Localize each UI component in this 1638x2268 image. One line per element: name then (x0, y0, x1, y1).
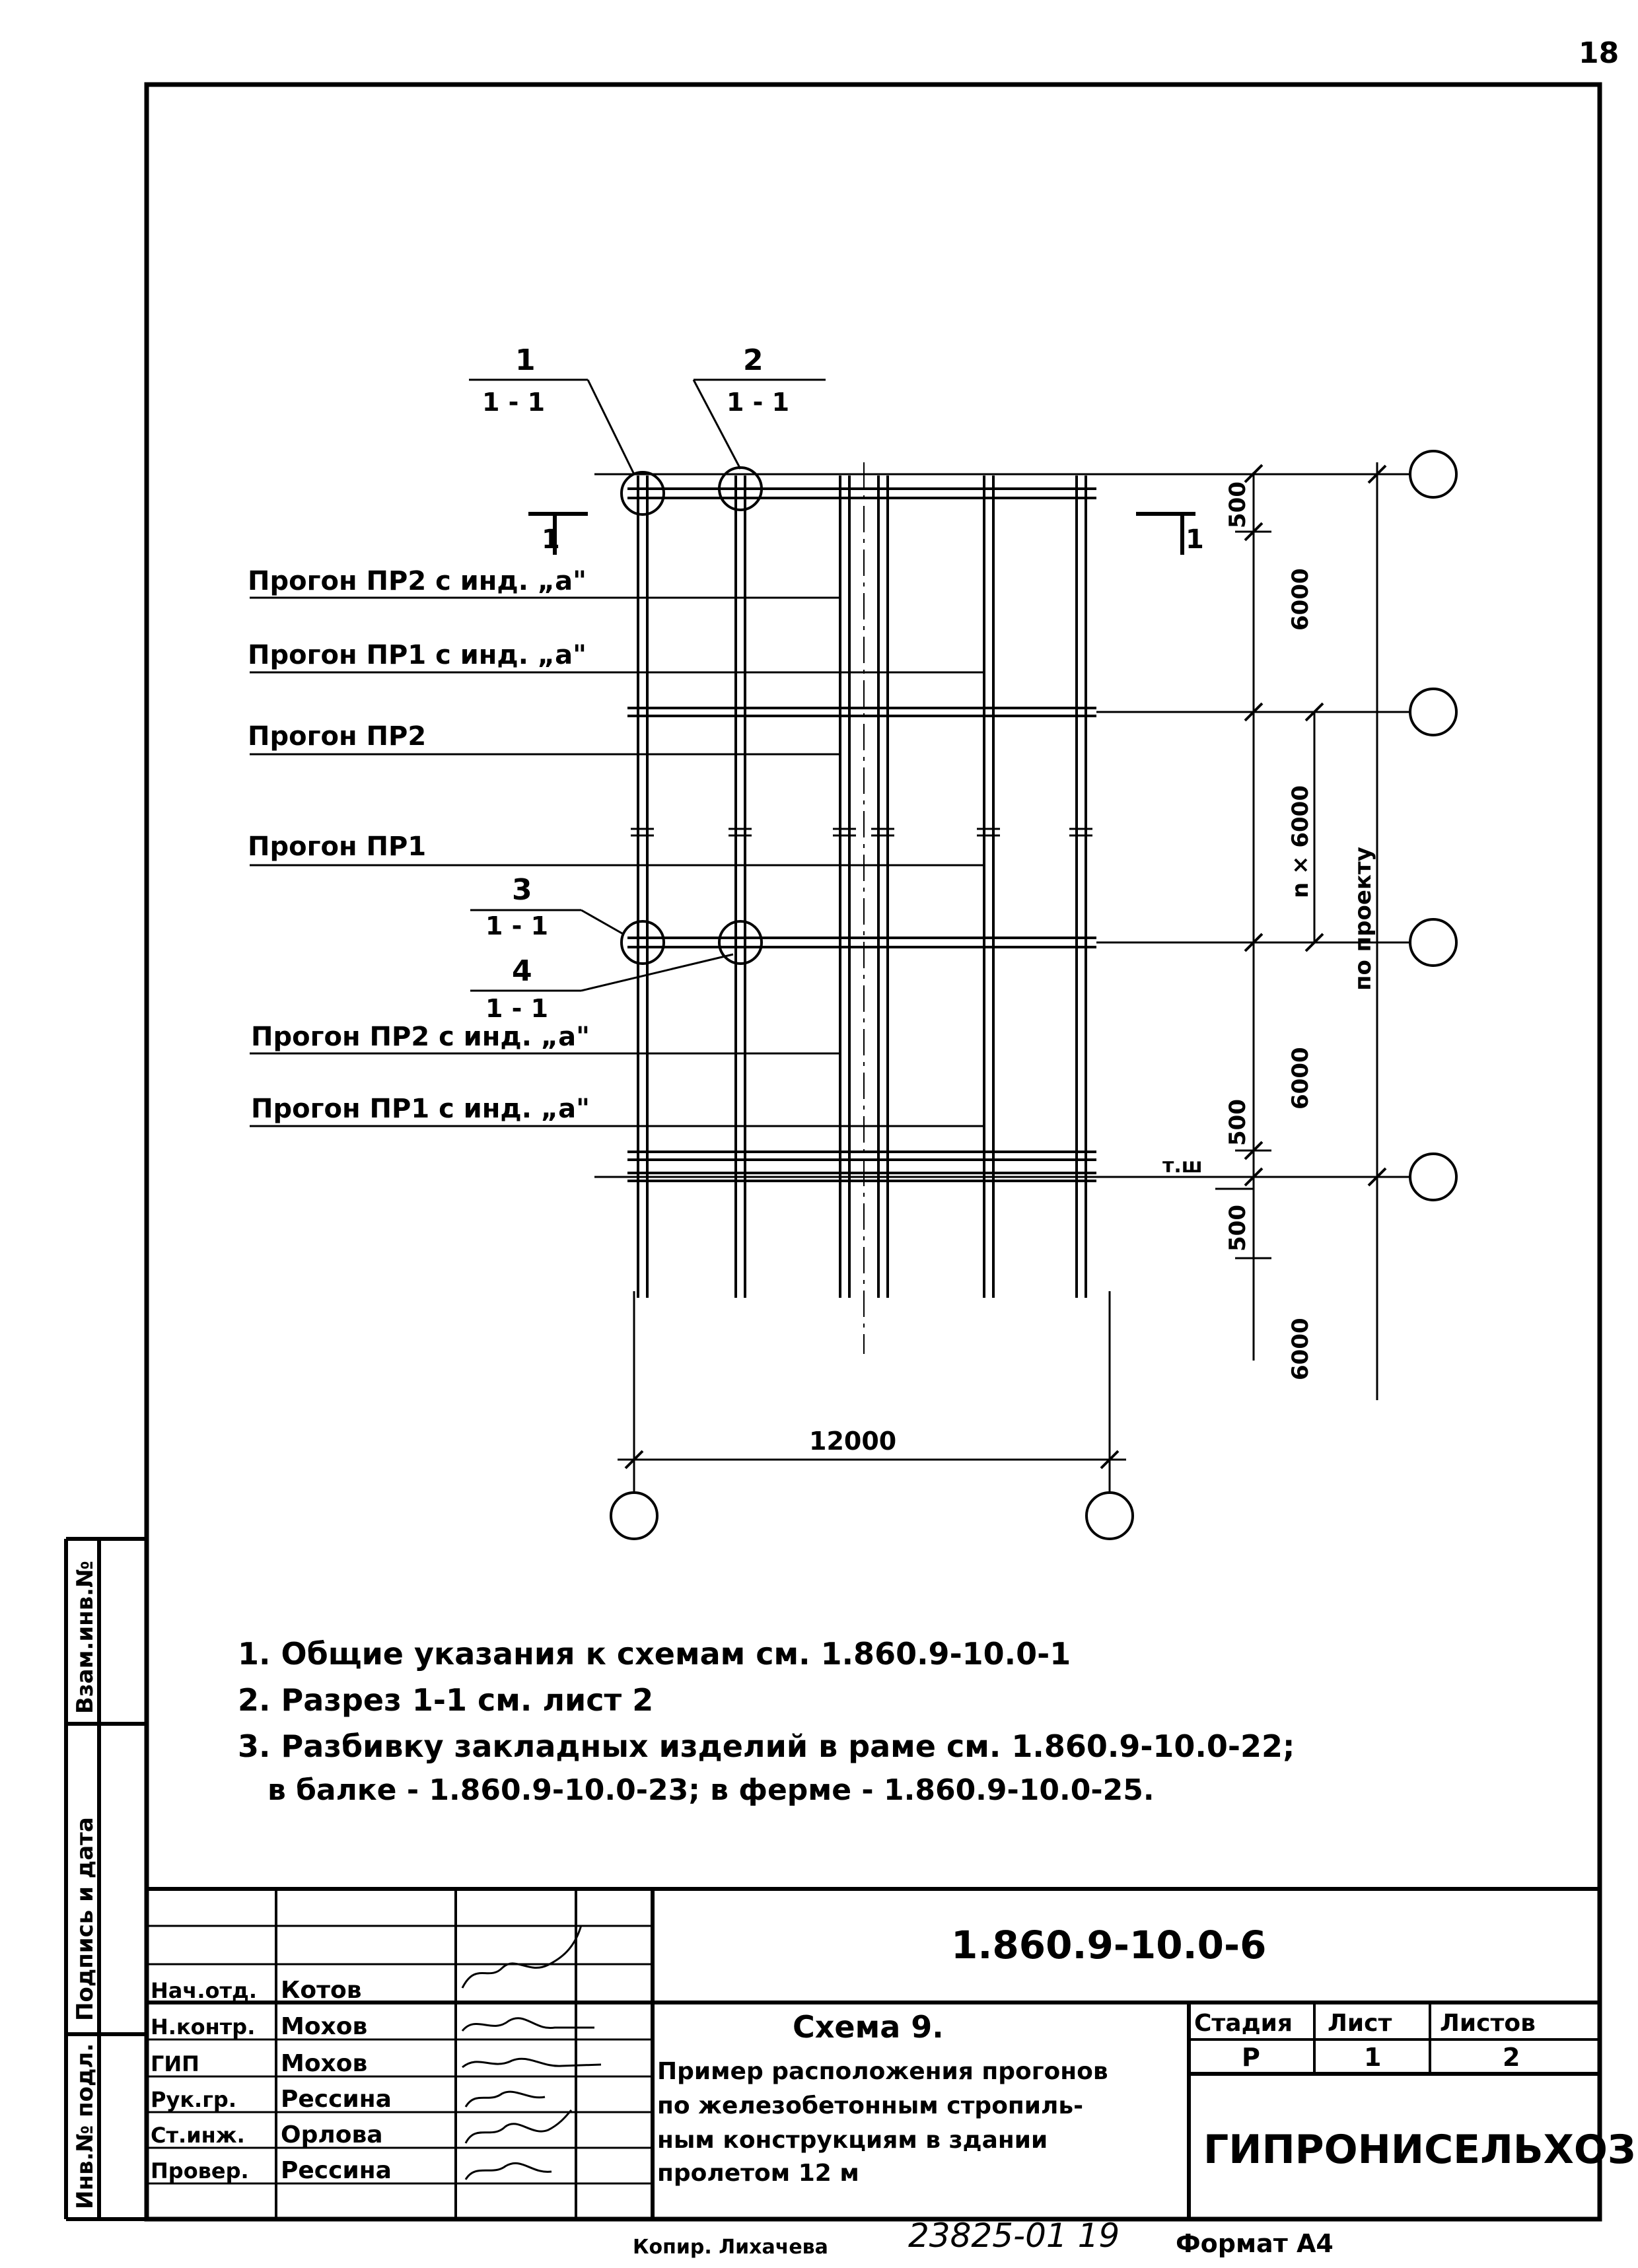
role-1: Нач.отд. (151, 1978, 257, 2003)
name-1: Котов (281, 1977, 362, 2004)
dim-6000-bot: 6000 (1287, 1318, 1314, 1380)
role-5: Ст.инж. (151, 2123, 245, 2148)
sheet-value: 1 (1364, 2043, 1381, 2072)
label-pr1-a-top: Прогон ПР1 с инд. „а" (248, 640, 587, 670)
purlin-scheme (250, 378, 1458, 1540)
sheets-label: Листов (1440, 2010, 1536, 2037)
note-2: 2. Разрез 1-1 см. лист 2 (238, 1682, 653, 1718)
doc-code: 1.860.9-10.0-6 (951, 1923, 1266, 1967)
callout-3-num: 3 (512, 873, 532, 907)
dim-6000-mid: 6000 (1287, 1047, 1314, 1110)
label-pr1: Прогон ПР1 (248, 832, 426, 862)
label-pr2: Прогон ПР2 (248, 721, 426, 752)
callout-3-section: 1 - 1 (485, 911, 548, 940)
dim-po-proektu: по проекту (1350, 847, 1376, 991)
dim-tsh: т.ш (1162, 1154, 1203, 1178)
footer-format: Формат А4 (1176, 2229, 1334, 2258)
role-6: Провер. (151, 2158, 249, 2183)
note-1: 1. Общие указания к схемам см. 1.860.9-1… (238, 1636, 1071, 1672)
side-vzam-inv: Взам.инв.№ (72, 1561, 98, 1714)
name-6: Рессина (281, 2157, 392, 2184)
side-podpis-data: Подпись и дата (72, 1817, 98, 2021)
sheets-value: 2 (1503, 2043, 1520, 2072)
dim-500-bot: 500 (1225, 1205, 1251, 1252)
footer-number: 23825-01 19 (908, 2216, 1120, 2255)
page-number: 18 (1579, 36, 1619, 70)
sheet-title: Схема 9. (793, 2009, 944, 2045)
name-4: Рессина (281, 2086, 392, 2113)
callout-2-section: 1 - 1 (727, 388, 789, 417)
callout-1-section: 1 - 1 (482, 388, 545, 417)
dim-span-12000: 12000 (809, 1427, 896, 1456)
role-4: Рук.гр. (151, 2087, 236, 2112)
dim-6000-top: 6000 (1287, 568, 1314, 631)
sheet-desc-4: пролетом 12 м (657, 2160, 859, 2187)
dim-n-6000: n × 6000 (1287, 785, 1314, 898)
name-5: Орлова (281, 2121, 383, 2148)
organization: ГИПРОНИСЕЛЬХОЗ (1203, 2127, 1636, 2173)
section-mark-right: 1 (1186, 524, 1204, 555)
sheet-label: Лист (1328, 2010, 1392, 2037)
sheet-desc-1: Пример расположения прогонов (657, 2058, 1108, 2085)
dim-500-top: 500 (1225, 481, 1251, 528)
signatures (461, 1925, 602, 2180)
sheet-desc-2: по железобетонным стропиль- (657, 2092, 1083, 2119)
role-3: ГИП (151, 2051, 199, 2076)
role-2: Н.контр. (151, 2014, 255, 2039)
label-pr2-a-bottom: Прогон ПР2 с инд. „а" (251, 1022, 590, 1052)
note-3: 3. Разбивку закладных изделий в раме см.… (238, 1728, 1295, 1764)
truss-members (637, 476, 1087, 1298)
name-3: Мохов (281, 2050, 367, 2077)
stage-label: Стадия (1194, 2010, 1293, 2037)
note-4: в балке - 1.860.9-10.0-23; в ферме - 1.8… (267, 1773, 1155, 1807)
side-inv-podl: Инв.№ подл. (72, 2043, 98, 2209)
dim-500-mid: 500 (1225, 1099, 1251, 1146)
footer-copied: Копир. Лихачева (633, 2236, 828, 2259)
label-pr2-a-top: Прогон ПР2 с инд. „а" (248, 566, 587, 596)
callout-4-section: 1 - 1 (485, 994, 548, 1023)
label-pr1-a-bottom: Прогон ПР1 с инд. „а" (251, 1094, 590, 1124)
callout-2-num: 2 (743, 343, 764, 377)
section-mark-left: 1 (542, 524, 560, 555)
stage-value: Р (1242, 2043, 1260, 2072)
name-2: Мохов (281, 2013, 367, 2040)
frame (144, 82, 1602, 2222)
callout-4-num: 4 (512, 954, 532, 988)
callout-1-num: 1 (515, 343, 536, 377)
sheet-desc-3: ным конструкциям в здании (657, 2127, 1048, 2154)
side-stamp (64, 1537, 147, 2221)
